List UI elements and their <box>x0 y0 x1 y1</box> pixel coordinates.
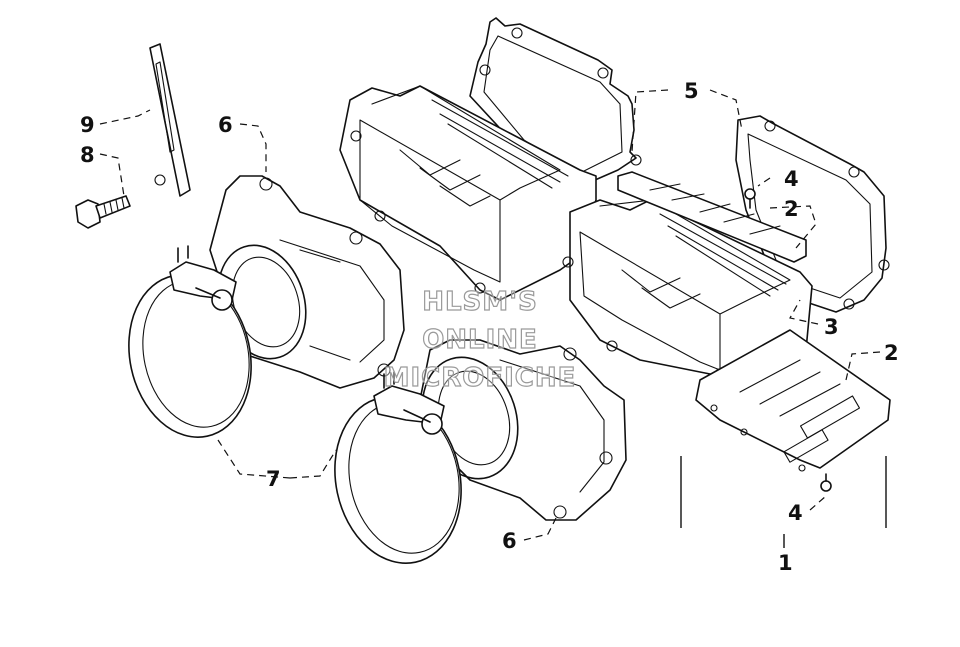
watermark: HLSM'S ONLINE MICROFICHE <box>383 286 577 393</box>
callout-2-upper: 2 <box>784 197 799 221</box>
callout-labels: 9 8 6 5 4 2 3 2 7 6 4 1 <box>80 79 899 575</box>
clamp-upper <box>128 245 252 438</box>
callout-9: 9 <box>80 113 95 137</box>
clamp-lower <box>334 371 462 564</box>
callout-7: 7 <box>266 467 281 491</box>
callout-4-lower: 4 <box>788 501 803 525</box>
callout-5: 5 <box>684 79 699 103</box>
callout-2-lower: 2 <box>884 341 899 365</box>
screw-lower <box>820 473 832 492</box>
leader-lines <box>99 89 887 548</box>
callout-6-upper: 6 <box>218 113 233 137</box>
bolt <box>75 195 131 229</box>
watermark-line-1: HLSM'S <box>422 287 538 317</box>
bracket-strip <box>149 43 191 197</box>
callout-6-lower: 6 <box>502 529 517 553</box>
callout-4-upper: 4 <box>784 167 799 191</box>
watermark-line-2: ONLINE <box>422 325 538 355</box>
screw-upper <box>744 188 756 209</box>
reed-petals <box>617 171 807 263</box>
callout-8: 8 <box>80 143 95 167</box>
watermark-line-3: MICROFICHE <box>384 363 577 393</box>
callout-3: 3 <box>824 315 839 339</box>
plate-gasket <box>695 329 891 472</box>
callout-1: 1 <box>778 551 793 575</box>
